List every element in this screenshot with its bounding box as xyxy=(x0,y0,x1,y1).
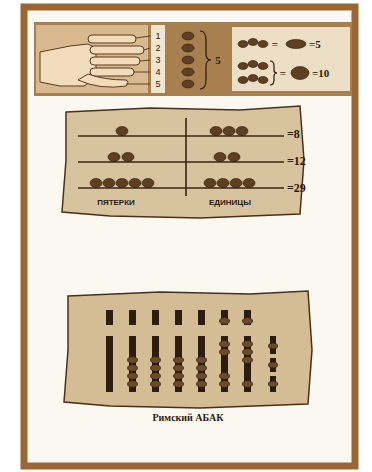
hand-panel xyxy=(36,25,148,93)
finger-number: 1 xyxy=(155,32,160,41)
top-strip xyxy=(34,22,352,96)
leader-lines xyxy=(126,36,150,84)
caption: Римский АБАК xyxy=(152,413,223,423)
hand-drawing xyxy=(40,35,144,87)
finger-number: 4 xyxy=(155,68,160,77)
tablet-grooves xyxy=(78,118,284,196)
pebbles xyxy=(182,32,309,88)
equation-text: =5 xyxy=(309,39,321,50)
value-number: =8 xyxy=(287,128,300,140)
brackets xyxy=(200,31,277,89)
value-number: =29 xyxy=(287,182,306,194)
roman-abacus xyxy=(64,291,312,408)
column-label: ЕДИНИЦЫ xyxy=(209,199,251,207)
value-number: =12 xyxy=(287,155,306,167)
tablet-pebbles xyxy=(90,127,255,188)
equation-text: = xyxy=(272,39,278,50)
finger-number: 3 xyxy=(155,56,160,65)
number-column xyxy=(151,25,165,93)
page-frame xyxy=(24,7,355,466)
column-label: ПЯТЕРКИ xyxy=(97,199,135,207)
finger-number: 2 xyxy=(155,44,160,53)
abacus-slots xyxy=(106,310,276,392)
equation-text: =10 xyxy=(312,68,329,79)
equation-panel xyxy=(232,27,350,91)
abacus-beads xyxy=(128,318,278,388)
equation-text: = xyxy=(280,68,286,79)
finger-number: 5 xyxy=(215,55,221,66)
counting-tablet xyxy=(62,106,304,218)
finger-number: 5 xyxy=(155,80,160,89)
